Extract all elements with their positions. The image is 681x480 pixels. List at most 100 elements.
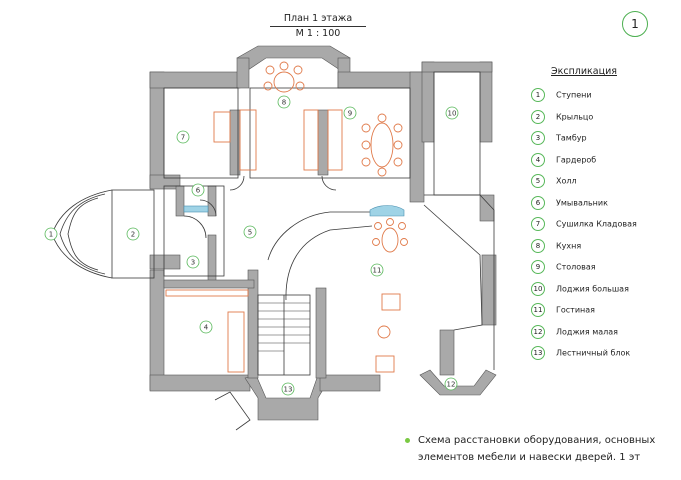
legend-number-badge: 5 xyxy=(531,174,545,188)
chair xyxy=(374,222,382,230)
caption: Схема расстановки оборудования, основных… xyxy=(405,432,675,466)
wall-segment xyxy=(421,61,435,143)
legend-label: Тамбур xyxy=(556,133,587,143)
room-marker-label: 1 xyxy=(49,231,53,239)
room-marker-label: 5 xyxy=(248,229,252,237)
room-marker-label: 10 xyxy=(448,110,457,118)
legend-item: 8 Кухня xyxy=(531,239,581,253)
chair xyxy=(361,123,371,133)
room-marker-label: 7 xyxy=(181,134,185,142)
wall-segment xyxy=(229,109,241,176)
kitchen-counter xyxy=(239,109,257,171)
washbasin-glass xyxy=(183,205,209,213)
wall-segment xyxy=(149,71,241,89)
wall-segment xyxy=(319,374,381,392)
steps-outline xyxy=(214,391,251,431)
room-marker-label: 2 xyxy=(131,231,135,239)
legend-label: Лестничный блок xyxy=(556,348,631,358)
legend-number-badge: 4 xyxy=(531,153,545,167)
legend-item: 6 Умывальник xyxy=(531,196,608,210)
room-marker-label: 12 xyxy=(447,381,456,389)
room-outline xyxy=(249,87,411,179)
wall-segment xyxy=(419,369,497,396)
wall-segment xyxy=(236,57,250,89)
legend-label: Ступени xyxy=(556,90,592,100)
furniture xyxy=(165,61,408,373)
chair xyxy=(279,61,289,71)
legend-number-badge: 7 xyxy=(531,217,545,231)
wall-segment xyxy=(315,287,327,379)
hall-curve xyxy=(267,211,372,261)
room-marker xyxy=(343,106,357,120)
kitchen-table xyxy=(273,71,295,93)
walls xyxy=(149,45,497,421)
wall-segment xyxy=(317,109,329,176)
room-marker xyxy=(199,320,213,334)
legend-item: 7 Сушилка Кладовая xyxy=(531,217,637,231)
wardrobe xyxy=(227,311,245,373)
legend-item: 11 Гостиная xyxy=(531,303,595,317)
chair xyxy=(295,81,305,91)
caption-line-1: Схема расстановки оборудования, основных xyxy=(405,432,675,449)
chair xyxy=(361,140,371,150)
legend-number-badge: 10 xyxy=(531,282,545,296)
wall-segment xyxy=(479,194,495,222)
room-marker xyxy=(444,377,458,391)
wall-segment xyxy=(163,279,255,289)
wall-segment xyxy=(207,234,217,286)
chair xyxy=(265,65,275,75)
wall-segment xyxy=(149,269,165,391)
loggia-outline xyxy=(433,71,481,196)
chair xyxy=(377,113,387,123)
legend-label: Холл xyxy=(556,176,577,186)
wall-segment xyxy=(149,254,181,270)
wall-segment xyxy=(149,174,181,190)
legend-label: Гостиная xyxy=(556,305,595,315)
chair xyxy=(393,123,403,133)
room-marker-label: 6 xyxy=(196,187,201,195)
legend-label: Кухня xyxy=(556,241,582,251)
chair xyxy=(393,140,403,150)
bullet-icon xyxy=(405,437,410,443)
wall-segment xyxy=(175,185,185,217)
wall-segment xyxy=(439,329,455,376)
room-marker xyxy=(44,227,58,241)
living-table xyxy=(381,227,399,253)
room-marker xyxy=(176,130,190,144)
wall-segment xyxy=(236,45,351,71)
stair-treads xyxy=(258,302,310,352)
room-marker-label: 4 xyxy=(204,324,209,332)
legend-item: 5 Холл xyxy=(531,174,577,188)
steps-outline xyxy=(67,197,99,271)
legend-number-badge: 8 xyxy=(531,239,545,253)
armchair xyxy=(381,293,401,311)
room-marker-label: 3 xyxy=(191,259,195,267)
loggia-outline xyxy=(424,194,495,370)
legend-label: Сушилка Кладовая xyxy=(556,219,637,229)
legend-number-badge: 12 xyxy=(531,325,545,339)
legend-number-badge: 6 xyxy=(531,196,545,210)
chair xyxy=(361,157,371,167)
wall-segment xyxy=(481,254,497,326)
dining-table xyxy=(370,122,394,168)
coffee-table xyxy=(377,325,391,339)
wall-segment xyxy=(149,374,251,392)
steps-outline xyxy=(59,193,106,275)
plan-scale: М 1 : 100 xyxy=(295,28,341,39)
chair xyxy=(263,81,273,91)
room-marker-label: 9 xyxy=(348,110,352,118)
legend-number-badge: 11 xyxy=(531,303,545,317)
door-swing xyxy=(183,215,207,239)
room-marker-label: 13 xyxy=(284,386,293,394)
legend-label: Умывальник xyxy=(556,198,608,208)
legend-number-badge: 13 xyxy=(531,346,545,360)
